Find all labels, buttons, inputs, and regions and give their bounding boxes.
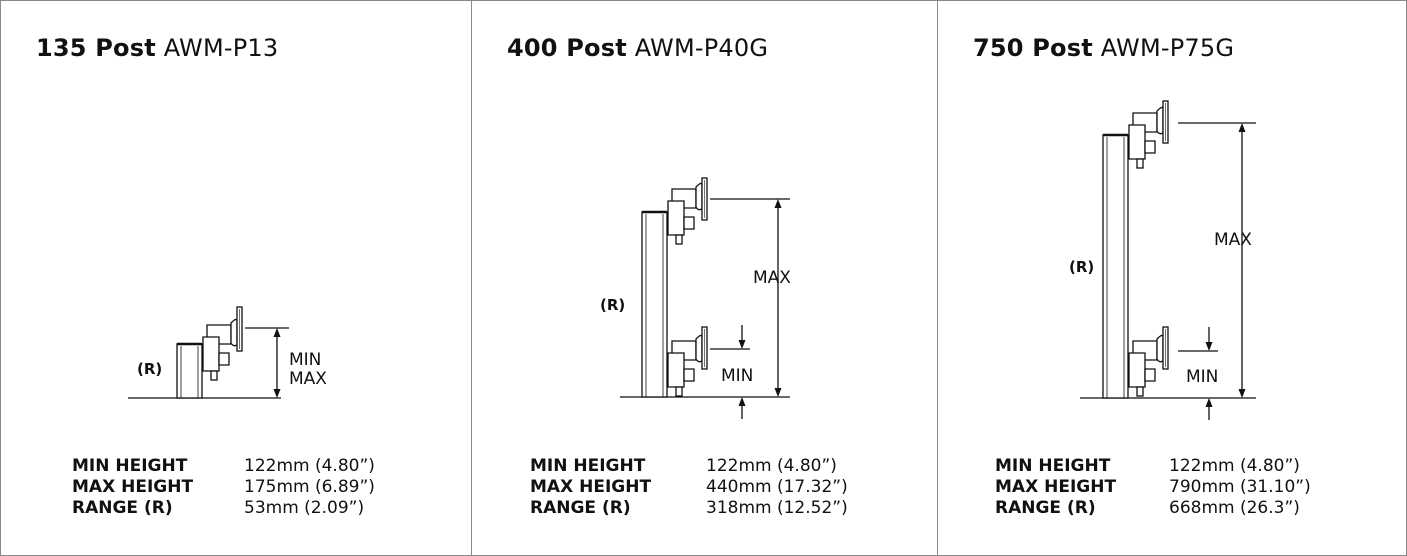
post-400-drawing: (R) MAX MIN	[600, 177, 791, 419]
spec-label: MAX HEIGHT	[72, 477, 194, 497]
spec-value: 175mm (6.89”)	[244, 477, 375, 497]
max-label: MAX	[1214, 230, 1252, 250]
arrow-down	[1205, 342, 1213, 351]
panel-title: 750 Post AWM-P75G	[973, 34, 1234, 62]
spec-row-max: MAX HEIGHT 440mm (17.32”)	[530, 477, 848, 498]
range-label: (R)	[137, 360, 162, 378]
spec-table: MIN HEIGHT 122mm (4.80”) MAX HEIGHT 440m…	[530, 456, 848, 519]
model-number: AWM-P75G	[1100, 34, 1235, 62]
arrow-up	[738, 397, 746, 406]
spec-row-min: MIN HEIGHT 122mm (4.80”)	[995, 456, 1311, 477]
range-label: (R)	[1069, 258, 1094, 276]
spec-label: MAX HEIGHT	[530, 477, 652, 497]
spec-value: 790mm (31.10”)	[1169, 477, 1311, 497]
monitor-mount-max	[667, 177, 708, 245]
post-size-label: 400 Post	[507, 34, 627, 62]
arrow-down	[774, 388, 782, 397]
monitor-mount-max	[1128, 100, 1169, 169]
spec-label: MAX HEIGHT	[995, 477, 1117, 497]
min-label: MIN	[1186, 367, 1218, 387]
range-label: (R)	[600, 296, 625, 314]
spec-label: RANGE (R)	[995, 498, 1096, 518]
panel-135-post: 135 Post AWM-P13	[1, 1, 471, 555]
arrow-down	[273, 389, 281, 398]
spec-value: 122mm (4.80”)	[1169, 456, 1300, 476]
post-750-drawing: (R) MAX MIN	[1069, 100, 1256, 420]
spec-label: MIN HEIGHT	[72, 456, 188, 476]
arrow-up	[1205, 398, 1213, 407]
max-label: MAX	[753, 268, 791, 288]
spec-row-range: RANGE (R) 53mm (2.09”)	[72, 498, 375, 519]
monitor-mount-min	[667, 326, 708, 397]
spec-label: RANGE (R)	[530, 498, 631, 518]
post-size-label: 750 Post	[973, 34, 1093, 62]
spec-row-range: RANGE (R) 318mm (12.52”)	[530, 498, 848, 519]
spec-row-max: MAX HEIGHT 790mm (31.10”)	[995, 477, 1311, 498]
arrow-down	[1238, 389, 1246, 398]
arrow-up	[774, 199, 782, 208]
spec-value: 318mm (12.52”)	[706, 498, 848, 518]
panel-title: 135 Post AWM-P13	[36, 34, 278, 62]
monitor-mount	[202, 306, 243, 381]
spec-label: MIN HEIGHT	[995, 456, 1111, 476]
spec-row-range: RANGE (R) 668mm (26.3”)	[995, 498, 1311, 519]
arrow-down	[738, 340, 746, 349]
spec-table: MIN HEIGHT 122mm (4.80”) MAX HEIGHT 790m…	[995, 456, 1311, 519]
panel-400-post: 400 Post AWM-P40G	[471, 1, 937, 555]
min-label: MIN	[289, 350, 321, 370]
min-label: MIN	[721, 366, 753, 386]
panel-750-post: 750 Post AWM-P75G	[937, 1, 1404, 555]
model-number: AWM-P40G	[634, 34, 769, 62]
spec-table: MIN HEIGHT 122mm (4.80”) MAX HEIGHT 175m…	[72, 456, 375, 519]
spec-value: 53mm (2.09”)	[244, 498, 365, 518]
arrow-up	[273, 328, 281, 337]
spec-row-min: MIN HEIGHT 122mm (4.80”)	[72, 456, 375, 477]
spec-label: RANGE (R)	[72, 498, 173, 518]
spec-row-max: MAX HEIGHT 175mm (6.89”)	[72, 477, 375, 498]
spec-row-min: MIN HEIGHT 122mm (4.80”)	[530, 456, 848, 477]
arrow-up	[1238, 123, 1246, 132]
post-135-drawing: (R) MIN MAX	[128, 306, 327, 399]
max-label: MAX	[289, 369, 327, 389]
spec-value: 122mm (4.80”)	[706, 456, 837, 476]
spec-value: 668mm (26.3”)	[1169, 498, 1300, 518]
post-size-label: 135 Post	[36, 34, 156, 62]
model-number: AWM-P13	[163, 34, 279, 62]
spec-value: 122mm (4.80”)	[244, 456, 375, 476]
spec-value: 440mm (17.32”)	[706, 477, 848, 497]
monitor-mount-min	[1128, 326, 1169, 397]
spec-label: MIN HEIGHT	[530, 456, 646, 476]
panel-title: 400 Post AWM-P40G	[507, 34, 768, 62]
